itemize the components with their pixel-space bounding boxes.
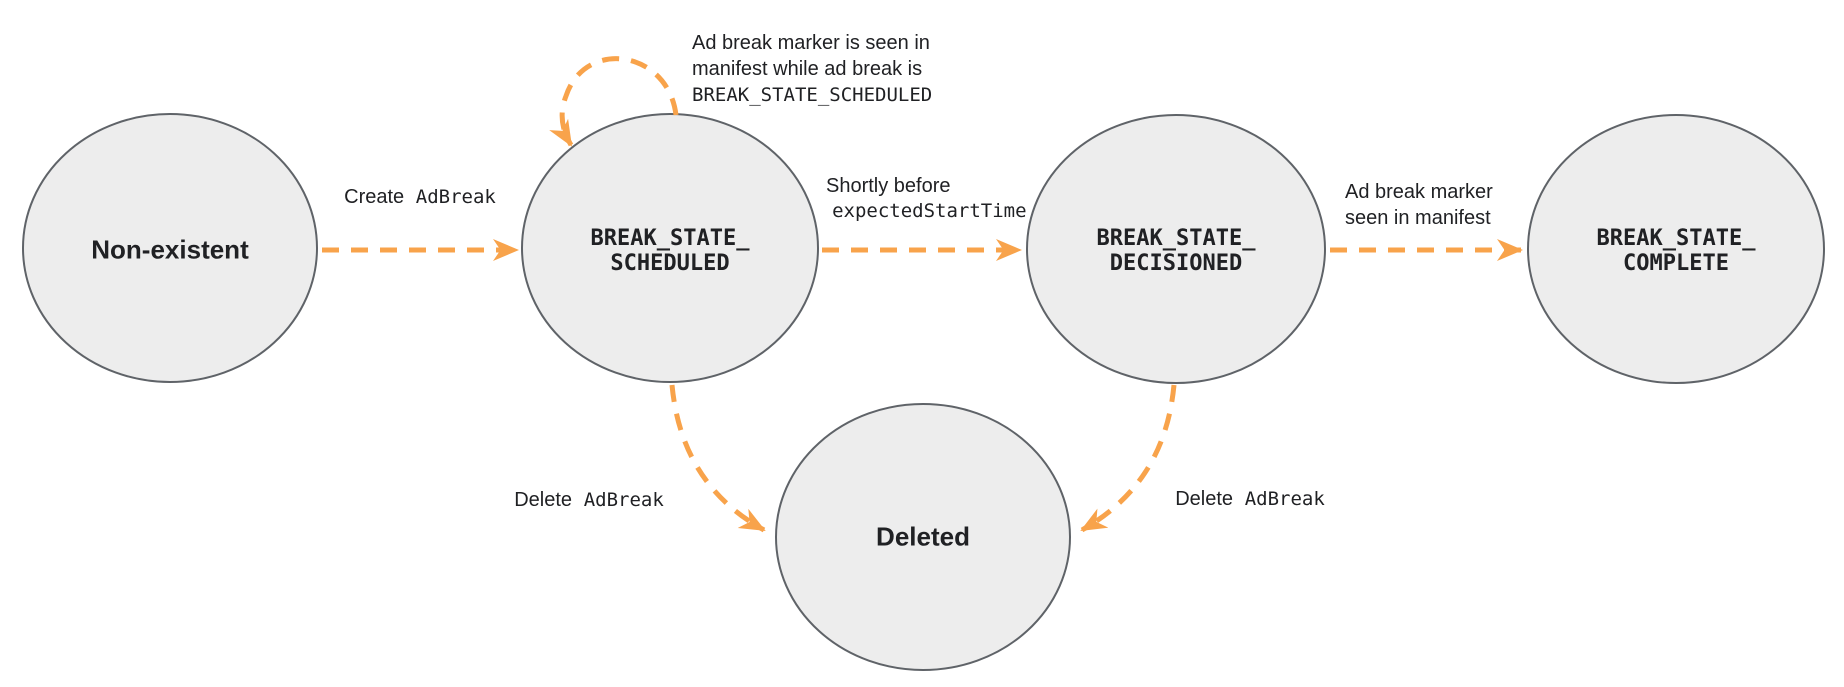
state-label-line: BREAK_STATE_	[1096, 226, 1256, 251]
transition-label-delete-scheduled: Delete AdBreak	[514, 487, 664, 513]
transition-label-decision: Shortly before expectedStartTime	[826, 174, 1027, 224]
transition-label-line: manifest while ad break is	[692, 58, 923, 80]
state-label-break-state-complete: BREAK_STATE_ COMPLETE	[1597, 226, 1756, 276]
transition-label-line: Ad break marker is seen in	[692, 32, 930, 54]
state-label-line: SCHEDULED	[610, 251, 730, 276]
state-label-deleted: Deleted	[876, 521, 970, 552]
state-circle-break-state-scheduled	[521, 113, 819, 383]
state-circle-break-state-complete	[1527, 114, 1825, 384]
state-label-break-state-scheduled: BREAK_STATE_ SCHEDULED	[591, 226, 750, 276]
transition-label-code: BREAK_STATE_SCHEDULED	[692, 84, 933, 106]
state-circle-non-existent	[22, 113, 318, 383]
state-label-line: COMPLETE	[1623, 251, 1729, 276]
transition-label-code: AdBreak	[583, 489, 664, 511]
transition-label-text: Delete	[1175, 488, 1234, 510]
state-circle-deleted	[775, 403, 1071, 671]
transition-label-delete-decisioned: Delete AdBreak	[1175, 486, 1325, 512]
state-circle-break-state-decisioned	[1026, 114, 1326, 384]
state-label-line: BREAK_STATE_	[1596, 226, 1756, 251]
transition-label-self-loop: Ad break marker is seen in manifest whil…	[692, 30, 932, 108]
transition-label-line: Ad break marker	[1345, 181, 1493, 203]
state-label-non-existent: Non-existent	[91, 234, 249, 265]
state-label-line: BREAK_STATE_	[590, 226, 750, 251]
transition-label-text: Create	[344, 186, 405, 208]
transition-delete-scheduled-arrow	[669, 384, 766, 533]
transition-label-marker-seen: Ad break marker seen in manifest	[1345, 179, 1493, 231]
transition-label-code: AdBreak	[1244, 488, 1325, 510]
transition-label-text: Delete	[514, 489, 573, 511]
state-label-break-state-decisioned: BREAK_STATE_ DECISIONED	[1097, 226, 1256, 276]
transition-label-code: expectedStartTime	[832, 200, 1027, 222]
transition-label-create: Create AdBreak	[344, 184, 496, 210]
transition-label-line: seen in manifest	[1345, 207, 1491, 229]
transition-self-loop-arrow	[549, 56, 679, 147]
transition-label-text: Shortly before	[826, 175, 951, 197]
transition-delete-decisioned-arrow	[1080, 384, 1177, 533]
state-label-line: DECISIONED	[1109, 251, 1243, 276]
transition-label-code: AdBreak	[415, 186, 496, 208]
